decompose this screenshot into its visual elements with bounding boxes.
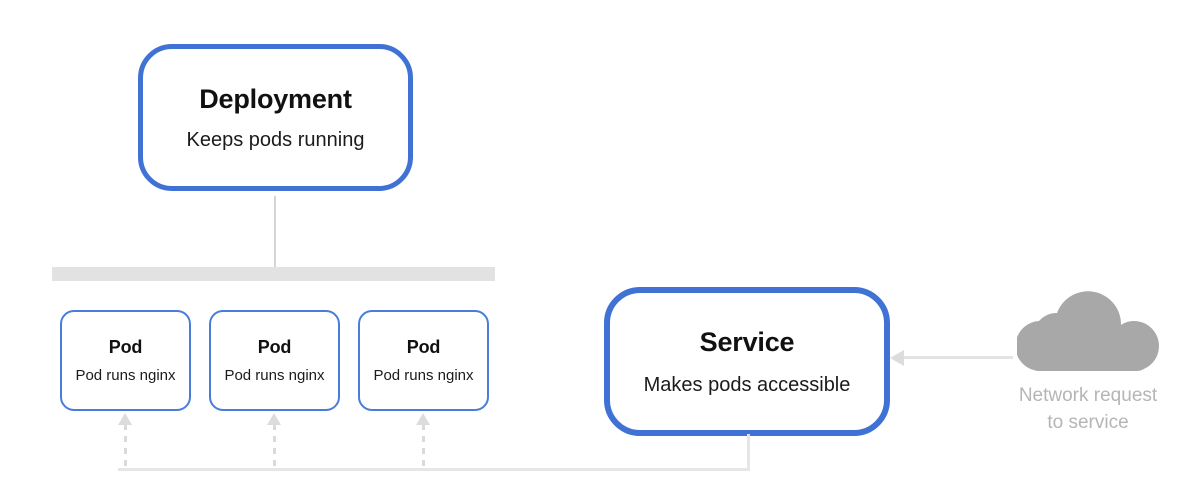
service-to-pod-arrow-icon <box>118 413 132 425</box>
deployment-title: Deployment <box>199 83 352 114</box>
cloud-to-service-line <box>903 356 1013 359</box>
pod-node[interactable]: Pod Pod runs nginx <box>358 310 489 411</box>
deployment-to-bar-connector <box>274 196 276 268</box>
deployment-node[interactable]: Deployment Keeps pods running <box>138 44 413 191</box>
service-subtitle: Makes pods accessible <box>643 373 851 396</box>
pod-title: Pod <box>406 337 441 357</box>
service-to-pod-arrow-icon <box>267 413 281 425</box>
pod-subtitle: Pod runs nginx <box>75 367 176 384</box>
cloud-caption: Network request to service <box>990 382 1186 436</box>
service-to-pods-rail <box>118 468 750 471</box>
pod-node[interactable]: Pod Pod runs nginx <box>60 310 191 411</box>
service-to-pod-dashed-line <box>124 424 127 469</box>
pod-title: Pod <box>257 337 292 357</box>
deployment-subtitle: Keeps pods running <box>186 128 365 151</box>
cloud-caption-line-1: Network request <box>1018 385 1158 406</box>
pod-subtitle: Pod runs nginx <box>373 367 474 384</box>
service-node[interactable]: Service Makes pods accessible <box>604 287 890 436</box>
service-to-pod-dashed-line <box>273 424 276 469</box>
service-title: Service <box>699 326 795 357</box>
pod-title: Pod <box>108 337 143 357</box>
cloud-caption-line-2: to service <box>1047 412 1129 433</box>
pod-group-bar <box>52 267 495 281</box>
service-rail-riser <box>747 434 750 471</box>
cloud-icon <box>1015 287 1159 372</box>
cloud-to-service-arrow-icon <box>890 350 904 366</box>
service-to-pod-arrow-icon <box>416 413 430 425</box>
pod-node[interactable]: Pod Pod runs nginx <box>209 310 340 411</box>
service-to-pod-dashed-line <box>422 424 425 469</box>
pod-subtitle: Pod runs nginx <box>224 367 325 384</box>
